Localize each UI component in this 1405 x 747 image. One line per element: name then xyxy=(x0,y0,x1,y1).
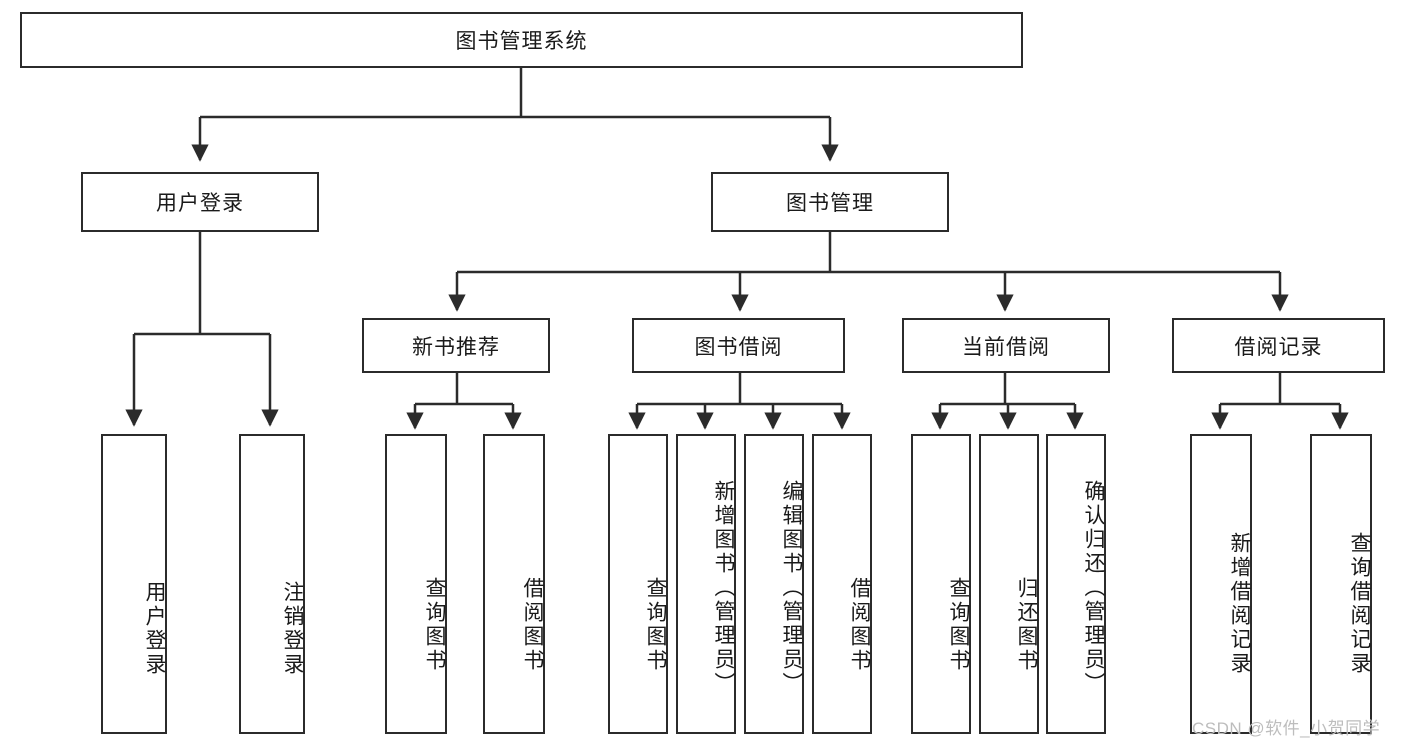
node-leaf-add-book[interactable]: 新增图书（管理员） xyxy=(676,434,736,734)
node-leaf-borrow-book-2[interactable]: 借阅图书 xyxy=(812,434,872,734)
node-leaf-logout-login-label: 注销登录 xyxy=(281,581,304,677)
node-leaf-add-record[interactable]: 新增借阅记录 xyxy=(1190,434,1252,734)
node-borrow-record-label: 借阅记录 xyxy=(1234,335,1323,359)
node-current-borrow[interactable]: 当前借阅 xyxy=(902,318,1110,373)
node-leaf-borrow-book-1-label: 借阅图书 xyxy=(521,577,544,673)
node-leaf-query-book-3[interactable]: 查询图书 xyxy=(911,434,971,734)
node-leaf-borrow-book-1[interactable]: 借阅图书 xyxy=(483,434,545,734)
node-new-book-recommend-label: 新书推荐 xyxy=(412,335,500,359)
node-user-login-label: 用户登录 xyxy=(156,192,244,215)
node-leaf-query-book-1[interactable]: 查询图书 xyxy=(385,434,447,734)
node-leaf-edit-book-label: 编辑图书（管理员） xyxy=(780,480,803,696)
node-leaf-add-record-label: 新增借阅记录 xyxy=(1228,532,1251,676)
node-leaf-query-book-2[interactable]: 查询图书 xyxy=(608,434,668,734)
node-borrow-record[interactable]: 借阅记录 xyxy=(1172,318,1385,373)
node-root[interactable]: 图书管理系统 xyxy=(20,12,1023,68)
node-current-borrow-label: 当前借阅 xyxy=(962,335,1050,359)
node-leaf-confirm-return[interactable]: 确认归还（管理员） xyxy=(1046,434,1106,734)
node-book-management-label: 图书管理 xyxy=(786,192,874,215)
node-leaf-query-book-3-label: 查询图书 xyxy=(947,577,970,673)
node-book-management[interactable]: 图书管理 xyxy=(711,172,949,232)
node-leaf-return-book[interactable]: 归还图书 xyxy=(979,434,1039,734)
node-leaf-confirm-return-label: 确认归还（管理员） xyxy=(1082,480,1105,696)
node-book-borrow-label: 图书借阅 xyxy=(694,335,783,359)
node-leaf-query-record-label: 查询借阅记录 xyxy=(1348,532,1371,676)
watermark-text: CSDN @软件_小贺同学 xyxy=(1192,719,1381,738)
node-leaf-borrow-book-2-label: 借阅图书 xyxy=(848,577,871,673)
node-leaf-edit-book[interactable]: 编辑图书（管理员） xyxy=(744,434,804,734)
node-leaf-user-login[interactable]: 用户登录 xyxy=(101,434,167,734)
node-root-label: 图书管理系统 xyxy=(455,30,588,53)
node-user-login[interactable]: 用户登录 xyxy=(81,172,319,232)
node-leaf-query-book-1-label: 查询图书 xyxy=(423,577,446,673)
node-leaf-logout-login[interactable]: 注销登录 xyxy=(239,434,305,734)
node-leaf-query-book-2-label: 查询图书 xyxy=(644,577,667,673)
node-leaf-add-book-label: 新增图书（管理员） xyxy=(712,480,735,696)
node-leaf-user-login-label: 用户登录 xyxy=(143,581,166,677)
node-new-book-recommend[interactable]: 新书推荐 xyxy=(362,318,550,373)
node-leaf-return-book-label: 归还图书 xyxy=(1015,577,1038,673)
node-leaf-query-record[interactable]: 查询借阅记录 xyxy=(1310,434,1372,734)
node-book-borrow[interactable]: 图书借阅 xyxy=(632,318,845,373)
